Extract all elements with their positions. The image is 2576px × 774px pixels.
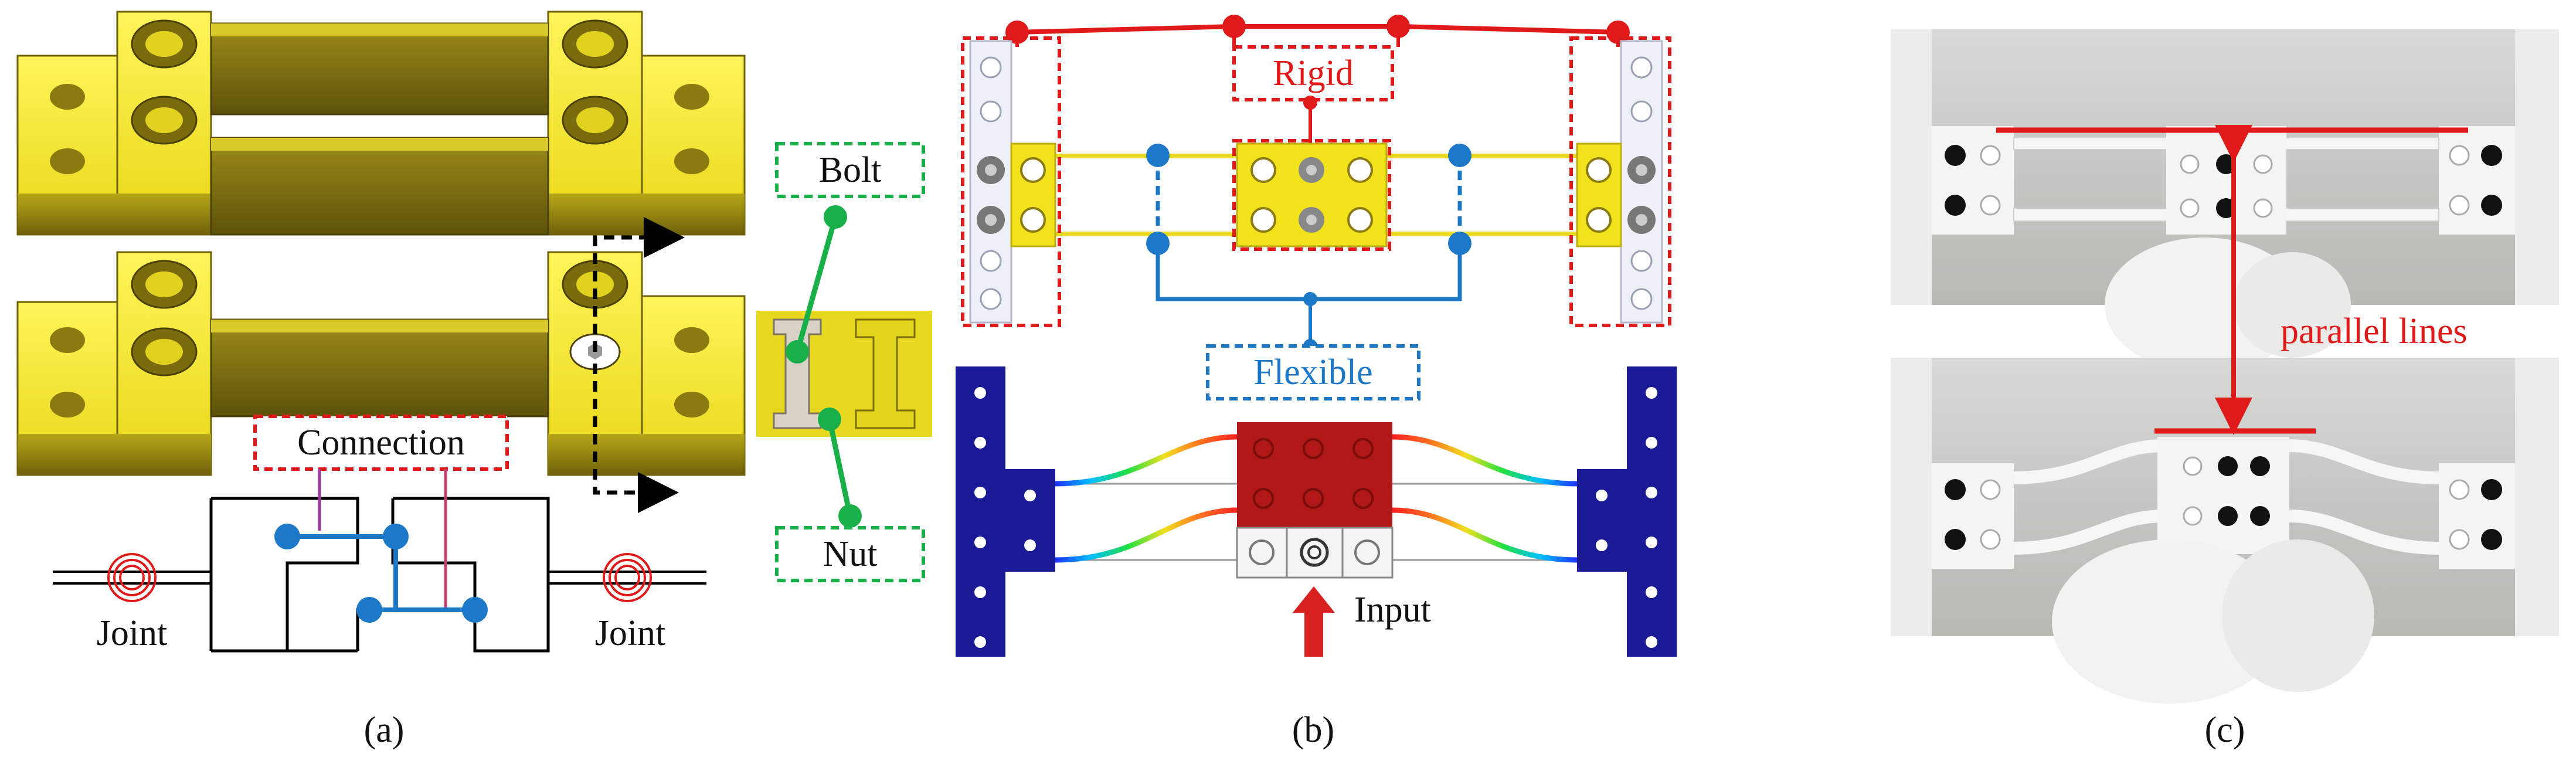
panel-b: Rigid bbox=[956, 15, 1677, 750]
bolt-nut-section bbox=[756, 205, 932, 528]
side-strip-left bbox=[969, 40, 1012, 324]
joint-icon-right bbox=[603, 553, 652, 602]
cad-part-one-beam bbox=[16, 251, 746, 476]
bolt-label: Bolt bbox=[819, 150, 882, 190]
rigid-label: Rigid bbox=[1273, 53, 1354, 93]
caption-b: (b) bbox=[1292, 710, 1334, 750]
flexible-links bbox=[1146, 144, 1471, 353]
connection-label: Connection bbox=[297, 423, 465, 463]
bolt-label-box bbox=[775, 142, 925, 198]
nut-label: Nut bbox=[823, 534, 878, 574]
fea-simulation bbox=[956, 366, 1677, 657]
link-node bbox=[274, 524, 300, 549]
joint-icon-left bbox=[107, 553, 157, 602]
caption-a: (a) bbox=[364, 710, 405, 750]
cad-part-two-beams bbox=[16, 11, 746, 236]
link-node bbox=[462, 597, 488, 623]
parallel-lines-label: parallel lines bbox=[2281, 311, 2467, 351]
photo-deformed bbox=[1891, 358, 2559, 704]
input-label: Input bbox=[1354, 590, 1431, 630]
joint-label-left: Joint bbox=[97, 613, 168, 653]
rigid-outline bbox=[961, 36, 1061, 327]
flexible-label: Flexible bbox=[1253, 352, 1372, 392]
rigid-outline bbox=[1232, 139, 1391, 251]
panel-a: Connection J bbox=[16, 11, 932, 750]
panel-c: parallel lines (c) bbox=[1891, 29, 2559, 750]
strip-screws bbox=[977, 156, 1656, 234]
rigid-outline bbox=[1569, 36, 1671, 327]
joint-label-right: Joint bbox=[595, 613, 666, 653]
caption-c: (c) bbox=[2205, 710, 2245, 750]
flexible-label-box bbox=[1206, 344, 1420, 400]
rigid-link-line bbox=[1017, 24, 1619, 35]
joint-schematic bbox=[53, 469, 706, 653]
input-arrow-shaft bbox=[1304, 613, 1323, 657]
strip-holes bbox=[980, 56, 1653, 310]
assembly-arrow-upper bbox=[593, 217, 685, 352]
input-arrow-head bbox=[1293, 586, 1335, 613]
connection-label-box bbox=[253, 415, 509, 471]
assembly-arrow-lower bbox=[593, 364, 679, 513]
link-node bbox=[383, 524, 409, 549]
link-node bbox=[356, 597, 382, 623]
